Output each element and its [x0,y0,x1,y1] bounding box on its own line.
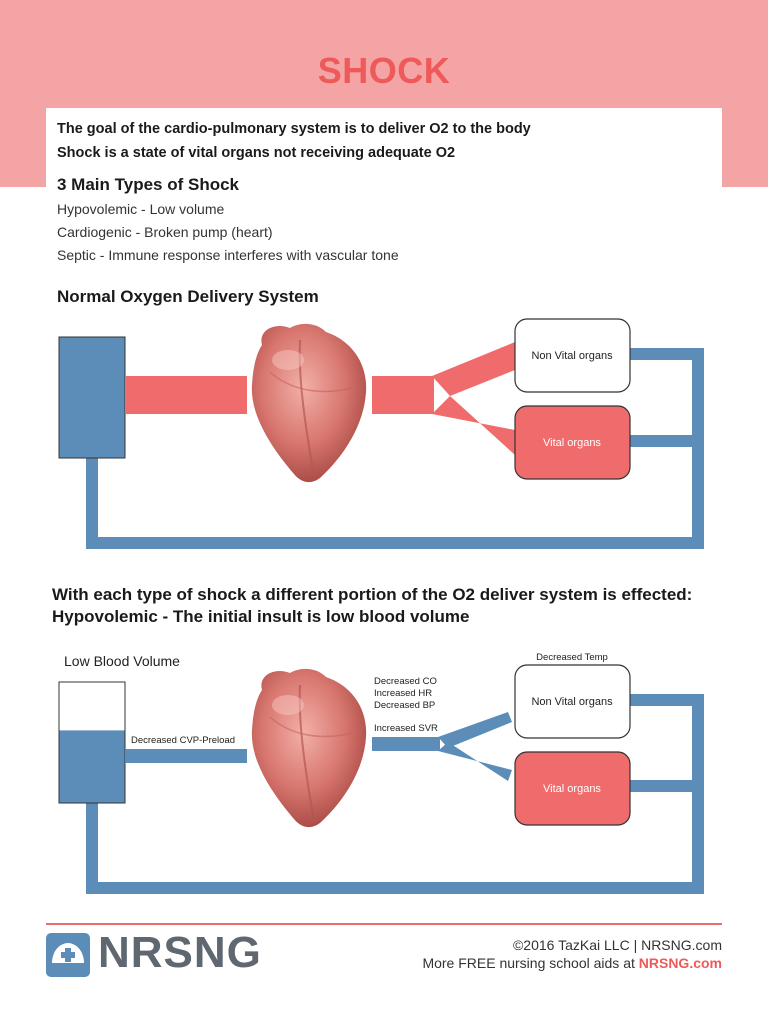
copyright-text: ©2016 TazKai LLC | NRSNG.com [512,937,722,953]
types-heading: 3 Main Types of Shock [57,175,240,194]
intro-shock-definition: Shock is a state of vital organs not rec… [57,145,456,161]
type-item-hypovolemic: Hypovolemic - Low volume [57,201,225,217]
return-vein-loop [86,348,704,549]
hypo-heart-image [251,668,367,828]
increased-svr-label: Increased SVR [374,723,438,734]
intro-goal-text: The goal of the cardio-pulmonary system … [57,121,531,137]
vital-organs-box [514,405,631,480]
shock-effect-line: With each type of shock a different port… [52,585,693,604]
more-aids-line: More FREE nursing school aids at NRSNG.c… [422,955,722,971]
decreased-preload-label: Decreased CVP-Preload [131,735,235,746]
hypo-outflow-vessel [372,737,440,751]
footer-divider [46,923,722,925]
decreased-bp-label: Decreased BP [374,700,435,711]
hypo-vital-organs-box [514,751,631,826]
non-vital-organs-box [514,318,631,393]
more-aids-prefix: More FREE nursing school aids at [422,955,639,971]
hypo-return-vein-loop [86,694,704,894]
intro-card [46,108,722,198]
vital-organs-label: Vital organs [543,437,601,449]
brand-logo-text: NRSNG [98,928,262,977]
heart-image [251,323,367,483]
hypo-preload-vessel [125,749,247,763]
non-vital-organs-label: Non Vital organs [531,350,613,362]
artery-branch-lower [432,396,515,455]
hypo-vital-organs-label: Vital organs [543,783,601,795]
outflow-artery [372,376,434,414]
nrsng-link[interactable]: NRSNG.com [638,955,722,971]
decreased-temp-label: Decreased Temp [536,652,608,663]
blood-reservoir [58,336,126,459]
nurse-cap-logo-icon [46,933,90,977]
type-item-cardiogenic: Cardiogenic - Broken pump (heart) [57,224,273,240]
hypo-reservoir-blood-level [59,730,125,803]
preload-artery [125,376,247,414]
low-blood-volume-label: Low Blood Volume [64,653,180,669]
hypo-non-vital-organs-label: Non Vital organs [531,696,613,708]
increased-hr-label: Increased HR [374,688,432,699]
type-item-septic: Septic - Immune response interferes with… [57,247,399,263]
artery-branch-upper [432,342,515,396]
hypo-non-vital-organs-box [514,664,631,739]
hypovolemic-diagram: Low Blood Volume Decreased CVP-Preload D… [58,652,704,894]
hypo-branch-upper [438,712,512,748]
normal-oxygen-diagram: Non Vital organs Vital organs [58,318,704,549]
hypo-branch-lower [438,742,512,781]
decreased-co-label: Decreased CO [374,676,437,687]
hypovolemic-insult-line: Hypovolemic - The initial insult is low … [52,607,470,626]
normal-diagram-title: Normal Oxygen Delivery System [57,287,319,306]
page-title: SHOCK [317,50,451,91]
